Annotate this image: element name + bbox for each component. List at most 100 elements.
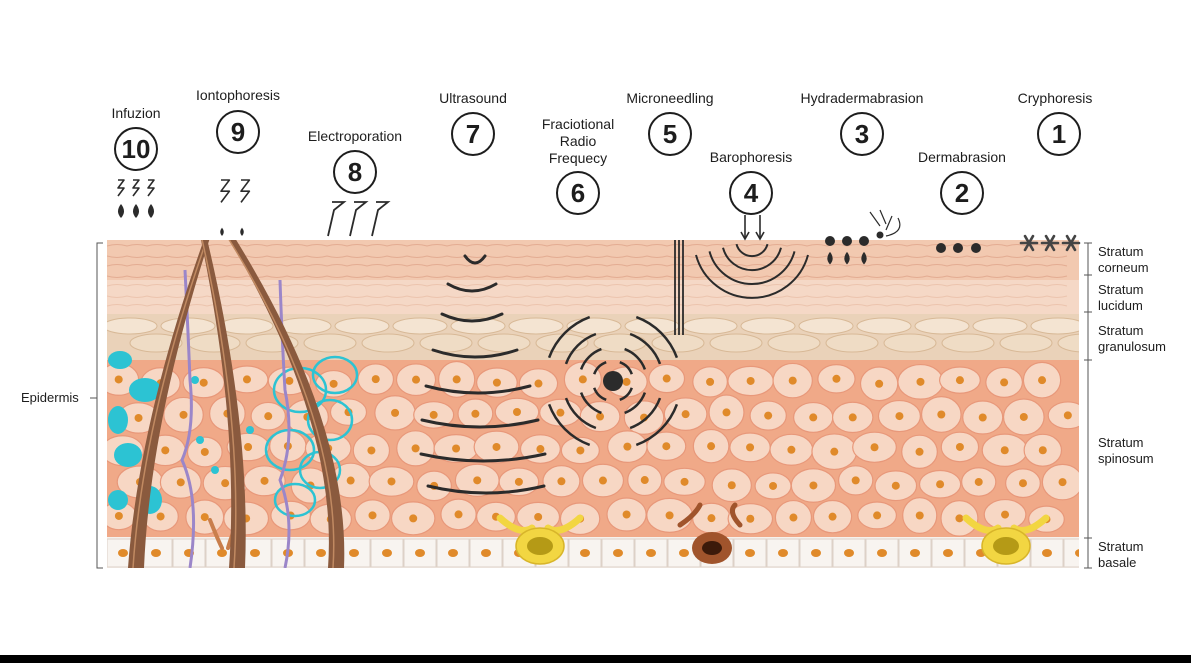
cell-nucleus [769,481,778,490]
cell-nucleus [512,408,521,417]
melanocyte-nucleus [993,537,1019,555]
pressure-wave [722,247,782,272]
basale-nucleus [316,549,326,557]
radio-wave-arc [564,397,597,430]
cell-nucleus [809,413,818,422]
particle-dot-icon [859,236,869,246]
ultrasound-wave [446,282,498,293]
basale-nucleus [679,549,689,557]
basale-nucleus [1042,549,1052,557]
basale-cells [107,538,1079,568]
cell-nucleus [746,443,755,452]
radio-wave-arc [547,403,591,447]
drop-icon [844,251,850,265]
cell-nucleus [556,408,565,417]
cell-nucleus [492,378,501,387]
cell-nucleus [916,377,925,386]
method-label-barophoresis: Barophoresis [709,149,793,165]
basale-nucleus [481,549,491,557]
basale-nucleus [1075,549,1079,557]
cell-nucleus [895,412,904,421]
ultrasound-wave [426,484,546,495]
cell-nucleus [707,514,716,523]
cell-nucleus [680,477,689,486]
granulosum-cell [825,333,879,353]
granulosum-cell [999,333,1053,353]
corneum-line [107,264,1068,267]
cell-nucleus [915,447,924,456]
cell-nucleus [134,413,143,422]
cell-nucleus [974,477,983,486]
corneum-line [107,255,1068,258]
cell-nucleus [955,514,964,523]
cell-nucleus [391,408,400,417]
granulosum-cell [767,333,821,353]
basale-nucleus [250,549,260,557]
cell-nucleus [955,442,964,451]
cell-nucleus [891,481,900,490]
radio-wave-arc [619,361,633,375]
lightning-bolt-icon [132,179,140,197]
ion-dot [246,426,254,434]
cell-nucleus [727,481,736,490]
basale-nucleus [217,549,227,557]
drop-icon [827,251,833,265]
cell-nucleus [411,444,420,453]
radio-wave-arc [635,403,679,447]
radio-wave-arc [579,392,602,415]
cell-nucleus [1038,446,1047,455]
cell-nucleus [329,379,338,388]
langerhans-dendrite [677,502,743,528]
cell-nucleus [873,511,882,520]
method-label-iontophoresis: Iontophoresis [195,87,281,103]
lightning-bolt-icon [327,201,347,237]
basale-cell [1063,538,1079,568]
basale-nucleus [910,549,920,557]
cell-nucleus [662,374,671,383]
method-number-infuzion: 10 [114,127,158,171]
radio-wave-arc [564,332,597,365]
method-number-hydradermabrasion: 3 [840,112,884,156]
ion-dot [211,466,219,474]
basale-cell [370,538,404,568]
basale-nucleus [877,549,887,557]
spinosum-cell [1047,401,1079,430]
cell-nucleus [368,511,377,520]
method-number-cryphoresis: 1 [1037,112,1081,156]
method-icons [117,179,1081,265]
granulosum-cell [1030,317,1079,335]
cell-nucleus [452,375,461,384]
method-number-electroporation: 8 [333,150,377,194]
cell-nucleus [242,375,251,384]
melanocytes [208,502,1050,565]
granulosum-cell [508,317,564,335]
radio-source-dot [603,371,623,391]
spray-lines-icon [869,209,893,231]
basale-nucleus [778,549,788,557]
radio-wave-arc [619,387,633,401]
cell-nucleus [681,410,690,419]
snowflake-icon [1040,234,1060,252]
drop-icon [133,204,139,218]
epidermis-bracket [96,242,103,569]
granulosum-cell [334,317,390,335]
basale-nucleus [580,549,590,557]
ultrasound-waves [419,254,547,495]
granulosum-cell [941,333,995,353]
cell-nucleus [452,444,461,453]
method-number-dermabrasion: 2 [940,171,984,215]
cell-nucleus [937,410,946,419]
granulosum-cell [392,317,448,335]
cell-nucleus [1019,412,1028,421]
pressure-wave [735,243,769,258]
cell-nucleus [622,377,631,386]
ion-dot [191,376,199,384]
particle-dot-icon [936,243,946,253]
cell-nucleus [665,511,674,520]
cell-nucleus [473,476,482,485]
cell-nucleus [746,376,755,385]
bottom-bar [0,655,1191,663]
basale-nucleus [745,549,755,557]
